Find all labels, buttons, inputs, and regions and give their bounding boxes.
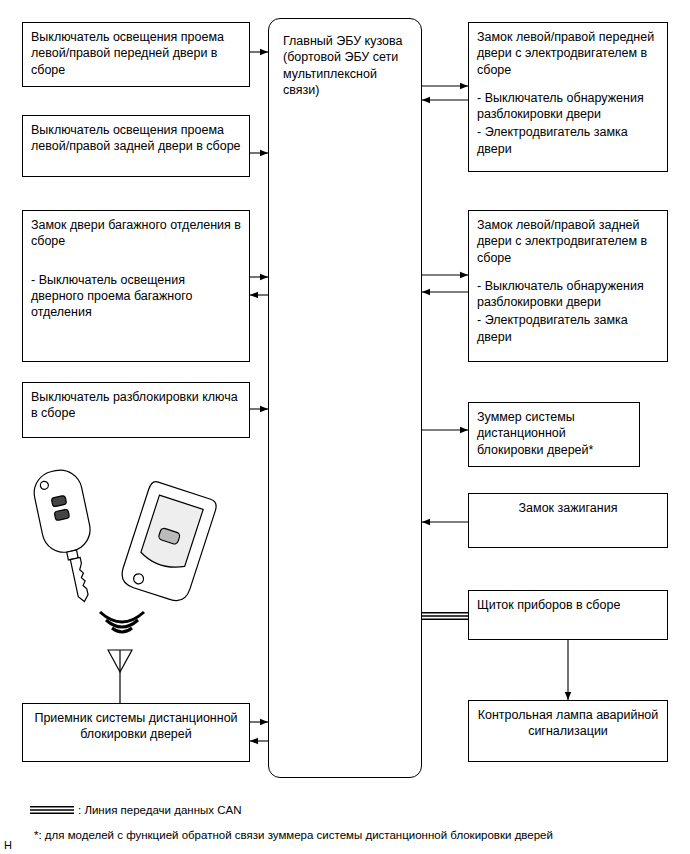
node-item: - Выключатель освещения дверного проема … <box>31 272 241 321</box>
signal-arrow <box>250 153 268 154</box>
can-line-sample <box>30 804 74 816</box>
flip-key <box>118 480 218 604</box>
legend-item: : Линия передачи данных CAN <box>30 804 241 816</box>
signal-arrow <box>250 52 268 53</box>
node-title: Замок левой/правой задней двери с электр… <box>477 217 659 266</box>
node-title: Щиток приборов в сборе <box>477 597 659 613</box>
receiver-box: Приемник системы дистанционной блокировк… <box>22 703 250 762</box>
buzzer-box: Зуммер системы дистанционной блокировки … <box>468 402 640 467</box>
signal-arrow <box>250 409 268 410</box>
node-title: Выключатель освещения проема левой/право… <box>31 122 241 155</box>
node-title: Контрольная лампа аварийной сигнализации <box>477 707 659 740</box>
signal-arrow <box>422 100 468 101</box>
figure-code: H <box>4 838 24 852</box>
signal-arrow <box>250 295 268 296</box>
switch-box: Выключатель освещения проема левой/право… <box>22 115 250 177</box>
door-lock-box: Замок левой/правой задней двери с электр… <box>468 210 668 362</box>
ecu-box: Главный ЭБУ кузова (бортовой ЭБУ сети му… <box>268 18 422 778</box>
signal-arrow <box>422 275 468 276</box>
switch-box: Выключатель разблокировки ключа в сборе <box>22 382 250 438</box>
node-item: - Выключатель обнаружения разблокировки … <box>477 90 659 123</box>
radio-waves <box>100 612 144 632</box>
switch-box: Выключатель освещения проема левой/право… <box>22 22 250 87</box>
antenna-symbol <box>108 650 132 703</box>
signal-arrow <box>422 430 468 431</box>
node-title: Замок двери багажного отделения в сборе <box>31 217 241 250</box>
ignition-box: Замок зажигания <box>468 493 668 548</box>
signal-arrow <box>422 292 468 293</box>
node-item: - Электродвигатель замка двери <box>477 124 659 157</box>
node-title: Приемник системы дистанционной блокировк… <box>31 710 241 743</box>
door-lock-box: Замок левой/правой передней двери с элек… <box>468 22 668 172</box>
footnote: *: для моделей с функцией обратной связи… <box>34 828 684 843</box>
node-title: Замок левой/правой передней двери с элек… <box>477 29 659 78</box>
node-title: Замок зажигания <box>477 500 659 516</box>
key-fob <box>30 466 105 607</box>
legend-text: : Линия передачи данных CAN <box>78 804 241 816</box>
signal-arrow <box>250 277 268 278</box>
signal-arrow <box>250 741 268 742</box>
node-item: - Электродвигатель замка двери <box>477 312 659 345</box>
signal-arrow <box>422 86 468 87</box>
node-title: Выключатель освещения проема левой/право… <box>31 29 241 78</box>
node-title: Зуммер системы дистанционной блокировки … <box>477 409 631 458</box>
node-title: Главный ЭБУ кузова (бортовой ЭБУ сети му… <box>283 33 413 98</box>
signal-arrow <box>568 640 569 700</box>
can-bus-line <box>422 616 468 617</box>
lamp-box: Контрольная лампа аварийной сигнализации <box>468 700 668 762</box>
node-item: - Выключатель обнаружения разблокировки … <box>477 278 659 311</box>
meter-box: Щиток приборов в сборе <box>468 590 668 640</box>
node-title: Выключатель разблокировки ключа в сборе <box>31 389 241 422</box>
signal-arrow <box>250 722 268 723</box>
signal-arrow <box>422 522 468 523</box>
trunk-lock-box: Замок двери багажного отделения в сборе -… <box>22 210 250 362</box>
